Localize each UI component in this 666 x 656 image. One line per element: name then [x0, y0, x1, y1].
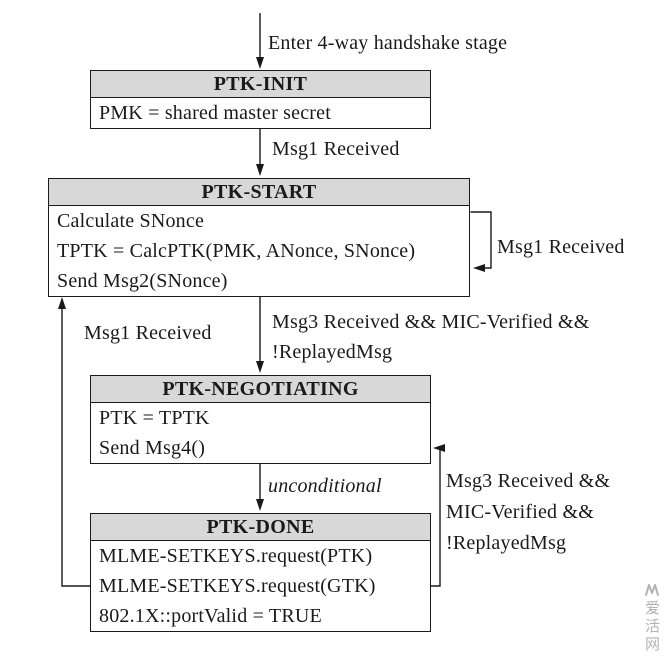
watermark-text: 爱活网 — [643, 600, 661, 654]
state-action: MLME-SETKEYS.request(GTK) — [99, 575, 376, 597]
state-action: PTK = TPTK — [99, 407, 210, 429]
state-action: Send Msg2(SNonce) — [57, 270, 228, 292]
edge-label-msg3-right-line1: Msg3 Received && — [446, 470, 611, 492]
edge-label-msg1-top: Msg1 Received — [272, 138, 400, 160]
edge-label-msg3-right-return: Msg3 Received && MIC-Verified && !Replay… — [446, 466, 610, 559]
state-ptk-start-title: PTK-START — [49, 179, 469, 206]
watermark: 爱活网 — [642, 582, 663, 654]
state-action: Calculate SNonce — [57, 210, 205, 232]
state-action: TPTK = CalcPTK(PMK, ANonce, SNonce) — [57, 240, 416, 262]
edge-label-msg3-right-line2: MIC-Verified && — [446, 501, 594, 523]
state-action: Send Msg4() — [99, 437, 206, 459]
edge-label-enter: Enter 4-way handshake stage — [268, 32, 508, 54]
arrow-start-self-loop — [470, 211, 492, 272]
state-ptk-negotiating-body: PTK = TPTK Send Msg4() — [91, 403, 430, 463]
state-ptk-done-title: PTK-DONE — [91, 514, 430, 541]
edge-label-msg1-self-loop: Msg1 Received — [497, 236, 625, 258]
arrow-done-to-start-return — [58, 297, 90, 587]
edge-label-msg3-middle-line2: !ReplayedMsg — [272, 341, 393, 363]
state-action: PMK = shared master secret — [99, 102, 331, 124]
state-ptk-start-body: Calculate SNonce TPTK = CalcPTK(PMK, ANo… — [49, 206, 469, 296]
state-ptk-done-body: MLME-SETKEYS.request(PTK) MLME-SETKEYS.r… — [91, 541, 430, 631]
state-ptk-negotiating: PTK-NEGOTIATING PTK = TPTK Send Msg4() — [90, 375, 431, 464]
edge-label-msg3-middle-line1: Msg3 Received && MIC-Verified && — [272, 311, 590, 333]
state-action: 802.1X::portValid = TRUE — [99, 605, 322, 627]
state-ptk-init-title: PTK-INIT — [91, 71, 430, 98]
edge-label-msg1-left-return: Msg1 Received — [84, 322, 212, 344]
state-ptk-init: PTK-INIT PMK = shared master secret — [90, 70, 431, 129]
state-action: MLME-SETKEYS.request(PTK) — [99, 545, 373, 567]
state-ptk-negotiating-title: PTK-NEGOTIATING — [91, 376, 430, 403]
evolife-logo-icon — [644, 584, 659, 596]
state-ptk-start: PTK-START Calculate SNonce TPTK = CalcPT… — [48, 178, 470, 297]
edge-label-msg3-right-line3: !ReplayedMsg — [446, 532, 567, 554]
state-ptk-init-body: PMK = shared master secret — [91, 98, 430, 128]
edge-label-unconditional: unconditional — [268, 475, 382, 497]
state-ptk-done: PTK-DONE MLME-SETKEYS.request(PTK) MLME-… — [90, 513, 431, 632]
arrow-done-to-negotiating-return — [431, 444, 445, 587]
edge-label-msg3-middle: Msg3 Received && MIC-Verified && !Replay… — [272, 307, 589, 367]
